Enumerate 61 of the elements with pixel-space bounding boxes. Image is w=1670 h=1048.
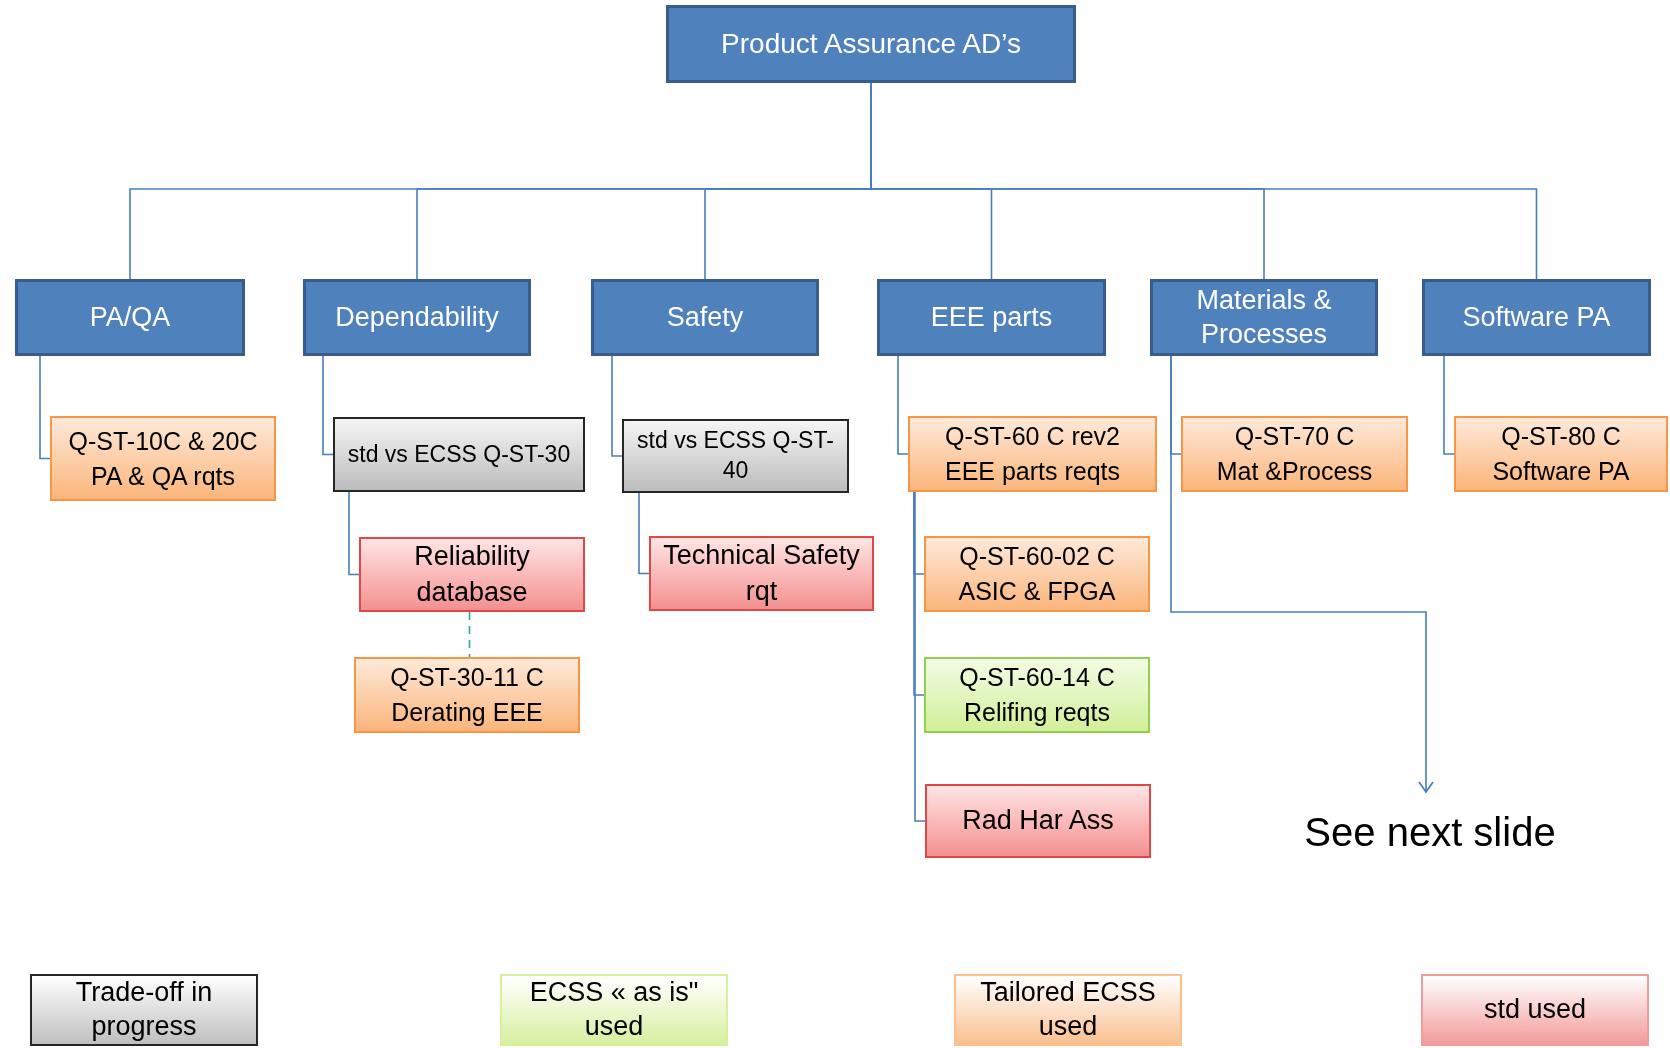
connector-line: [348, 491, 360, 576]
node-label: Dependability: [335, 300, 499, 334]
requirement-box: [925, 784, 1151, 858]
node-label: std vs ECSS Q-ST-40: [636, 426, 835, 485]
connector-line: [897, 355, 909, 455]
node-label: Q-ST-70 C: [1234, 421, 1355, 452]
node-label: std vs ECSS Q-ST-30: [347, 439, 571, 469]
connector-line: [1443, 355, 1455, 455]
title-box: [666, 5, 1076, 83]
legend-label: std used: [1483, 993, 1587, 1027]
node-label: See next slide: [1304, 809, 1556, 856]
node-label: Q-ST-80 C: [1501, 421, 1621, 452]
legend-label: Tailored ECSS used: [979, 976, 1157, 1043]
node-label: Safety: [666, 300, 744, 334]
standard-box: [908, 416, 1157, 492]
node-label: ASIC & FPGA: [958, 576, 1116, 607]
node-label: Materials & Processes: [1195, 283, 1333, 351]
connector-line: [1170, 355, 1434, 793]
node-label: Relifing reqts: [964, 697, 1110, 728]
comparison-box: [622, 419, 849, 493]
node-label: EEE parts reqts: [944, 456, 1121, 487]
connector-line: [913, 491, 925, 696]
node-label: PA & QA rqts: [90, 460, 235, 492]
node-label: Q-ST-60-02 C: [959, 541, 1115, 572]
standard-box: [924, 536, 1150, 612]
node-label: Derating EEE: [391, 697, 543, 728]
node-label: Q-ST-10C & 20C: [68, 425, 258, 457]
node-label: Rad Har Ass: [962, 804, 1114, 838]
requirement-box: [359, 537, 585, 612]
standard-box: [1181, 416, 1408, 492]
node-label: PA/QA: [89, 300, 171, 334]
node-label: Product Assurance AD’s: [721, 27, 1021, 61]
node-label: Q-ST-60 C rev2: [944, 421, 1121, 452]
standard-box: [1454, 416, 1668, 492]
standard-box: [50, 416, 276, 501]
category-box: [591, 279, 819, 356]
category-box: [15, 279, 245, 356]
node-label: Reliability database: [413, 540, 531, 609]
category-box: [877, 279, 1106, 356]
connector-line: [39, 355, 51, 460]
node-label: Technical Safety rqt: [662, 539, 861, 608]
requirement-box: [649, 536, 874, 611]
connector-line: [914, 491, 926, 822]
category-box: [1422, 279, 1651, 356]
legend-label: Trade-off in progress: [74, 976, 214, 1043]
category-box: [303, 279, 531, 356]
category-box: [1150, 279, 1378, 356]
node-label: Software PA: [1462, 300, 1611, 334]
node-label: Software PA: [1492, 456, 1630, 487]
comparison-box: [333, 417, 585, 492]
connector-line: [322, 355, 334, 456]
legend-label: ECSS « as is" used: [528, 976, 700, 1043]
node-label: Q-ST-30-11 C: [390, 662, 544, 693]
connector-line: [468, 611, 471, 658]
connector-line: [611, 355, 623, 457]
node-label: EEE parts: [930, 300, 1053, 334]
standard-box: [924, 657, 1150, 733]
node-label: Q-ST-60-14 C: [959, 662, 1115, 693]
standard-box: [354, 657, 580, 733]
node-label: Mat &Process: [1216, 456, 1373, 487]
connector-line: [638, 492, 650, 575]
